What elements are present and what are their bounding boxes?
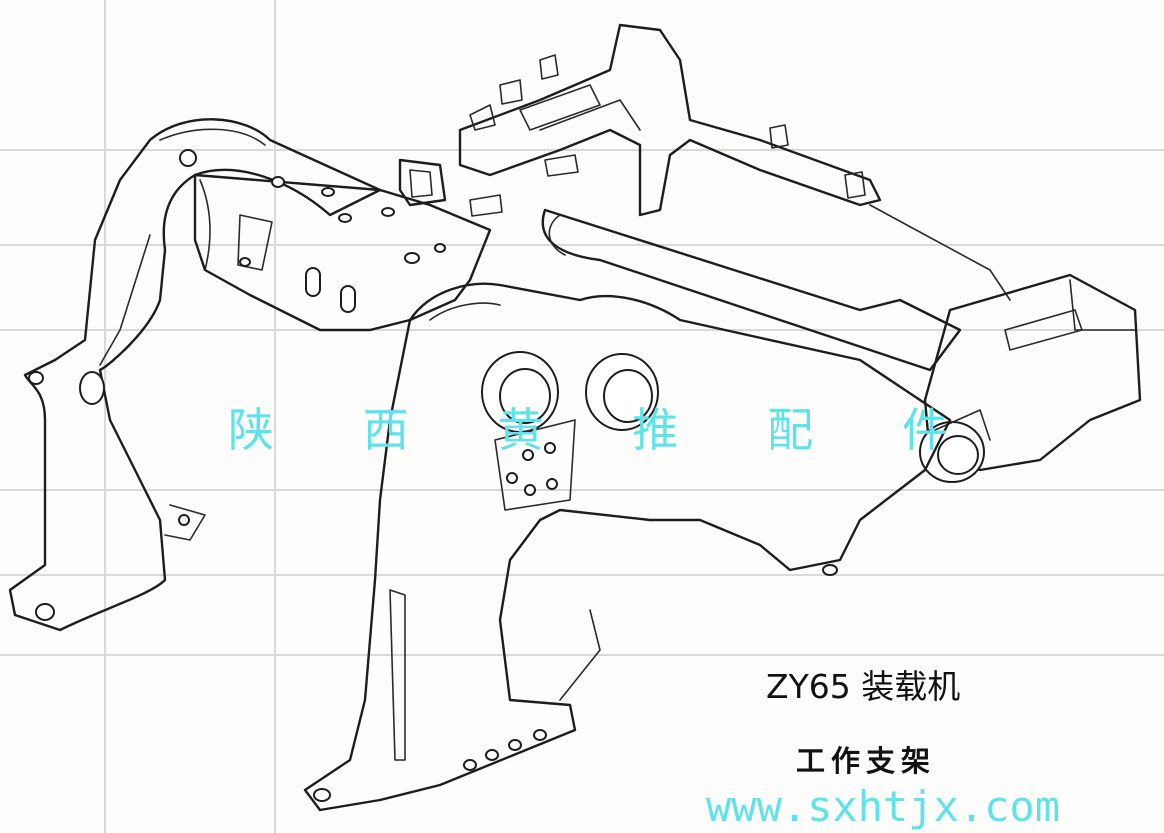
left-arm-plate xyxy=(8,118,382,632)
top-bracket-rails xyxy=(398,23,882,217)
watermark-char: 推 xyxy=(632,403,679,457)
watermark-char: 西 xyxy=(362,403,409,457)
watermark-char: 配 xyxy=(767,403,814,457)
model-caption: ZY65 装载机 xyxy=(766,667,961,706)
right-end-housing xyxy=(919,273,1142,483)
watermark: 陕 西 黄 推 配 件 xyxy=(228,394,948,460)
site-url: www.sxhtjx.com xyxy=(706,782,1061,831)
watermark-char: 件 xyxy=(901,403,948,457)
watermark-char: 陕 xyxy=(228,403,274,457)
watermark-char: 黄 xyxy=(497,403,544,457)
front-arm-plate xyxy=(303,282,952,812)
part-caption: 工作支架 xyxy=(796,744,937,778)
long-roller xyxy=(541,204,1011,372)
